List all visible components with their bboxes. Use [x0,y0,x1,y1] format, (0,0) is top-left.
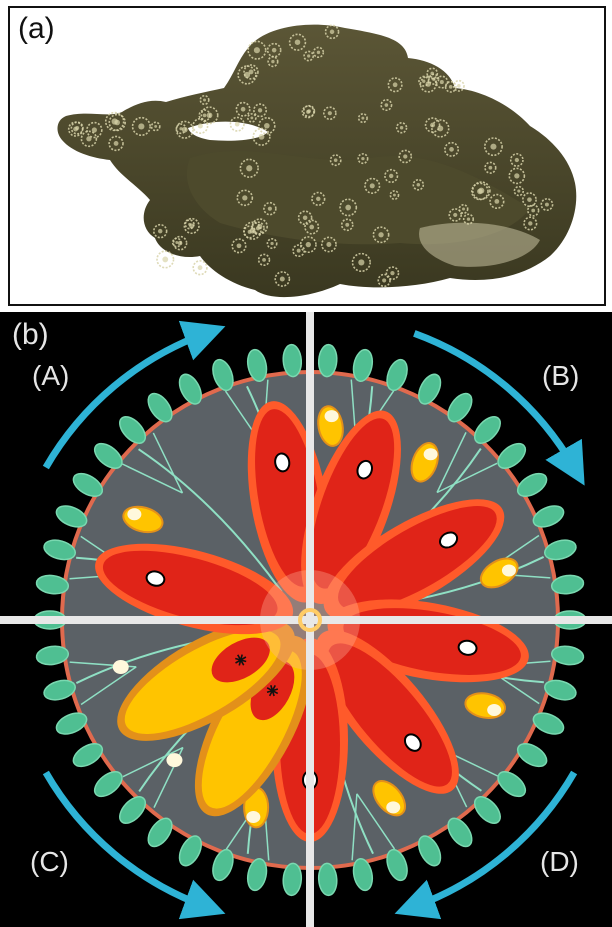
quadrant-label-b: (B) [542,362,579,390]
panel-b-medusa-diagram: (b) (A) (B) (C) (D) [0,312,612,927]
white-body [127,508,141,520]
quadrant-label-a: (A) [32,362,69,390]
white-body [113,660,129,674]
panel-a-coral-photo: (a) [8,6,606,306]
coral-polyp [157,251,174,268]
quadrant-label-d: (D) [540,848,579,876]
white-body [246,811,260,823]
white-body [325,410,339,422]
coral-polyp [193,261,207,275]
horizontal-divider [0,616,612,624]
white-body [502,565,516,577]
white-body [166,753,182,767]
coral-colony-image [10,8,604,304]
panel-a-label: (a) [18,14,55,44]
quadrant-label-c: (C) [30,848,69,876]
white-body [386,801,400,813]
white-body [487,704,501,716]
medusa-diagram [0,312,612,927]
coral-colony [57,25,576,297]
panel-b-label: (b) [12,320,49,350]
white-body [424,448,438,460]
